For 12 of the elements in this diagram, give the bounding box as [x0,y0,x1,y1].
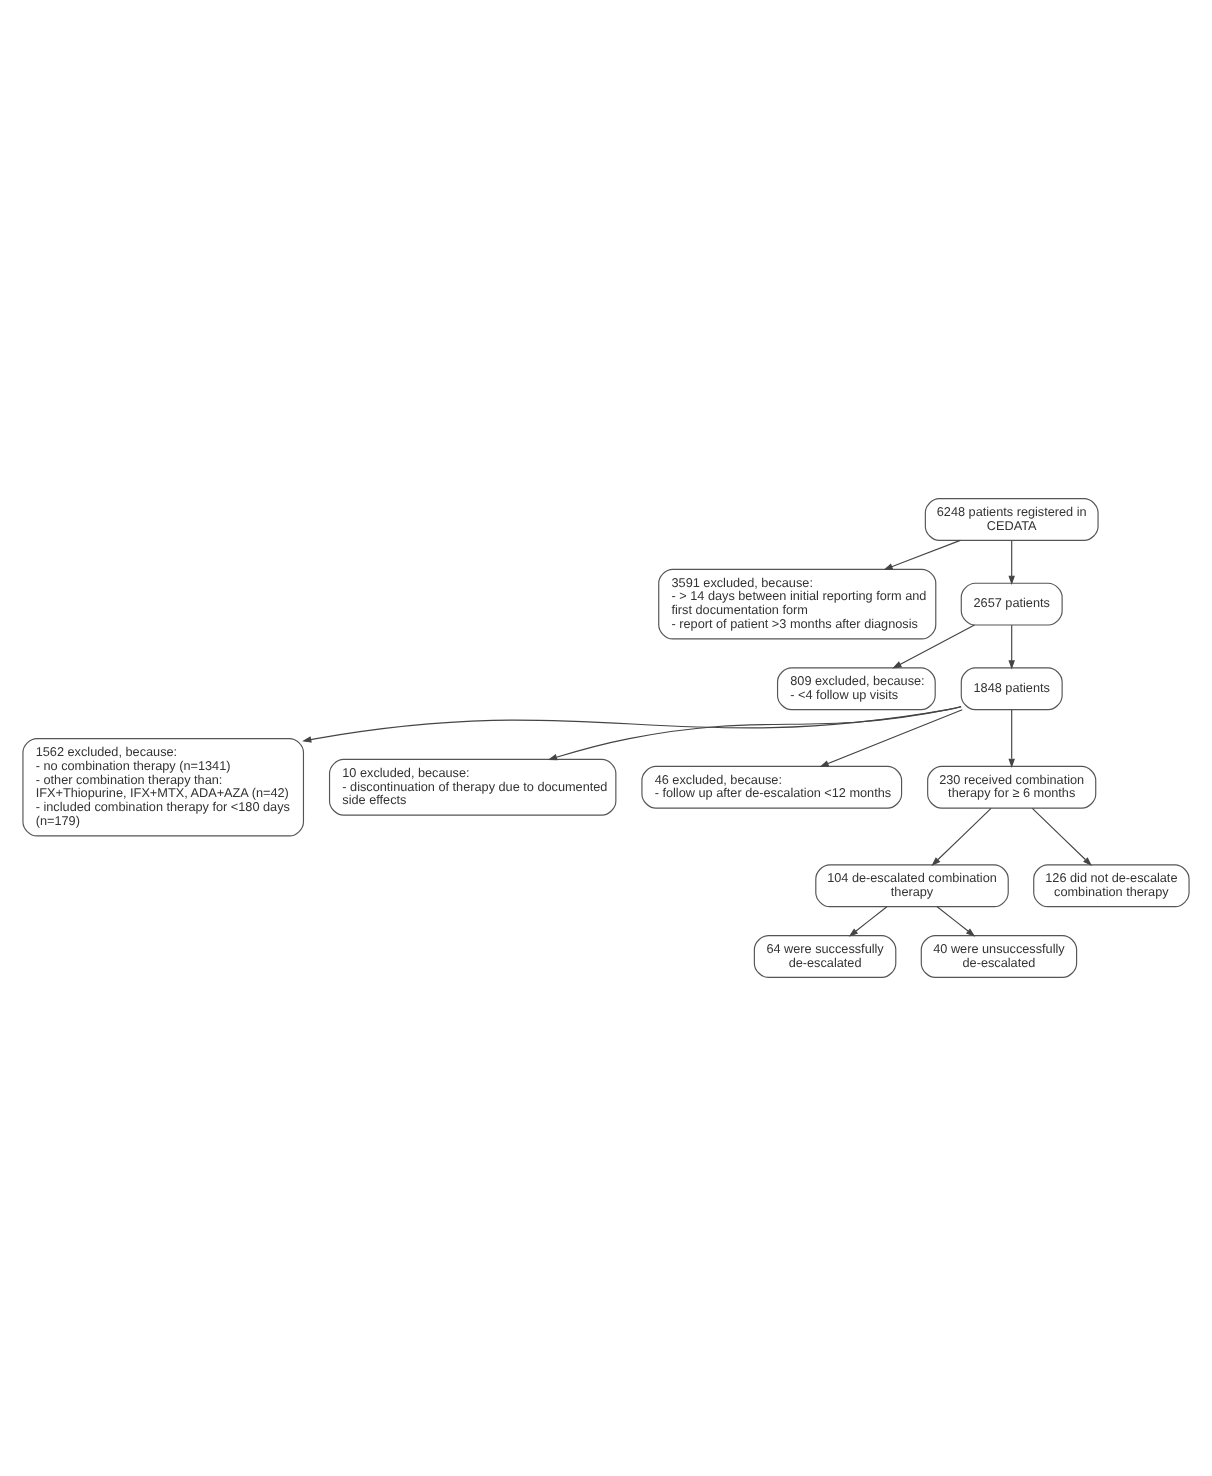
arrow [883,539,961,570]
arrow [1008,709,1015,768]
arrow [848,906,888,937]
arrow [931,807,992,866]
arrow [1008,540,1015,585]
arrow [936,906,976,937]
arrow [1031,807,1092,866]
arrow [892,624,976,669]
arrow [302,706,962,743]
arrow [1008,624,1015,670]
arrow [547,705,962,761]
arrow [819,709,963,767]
